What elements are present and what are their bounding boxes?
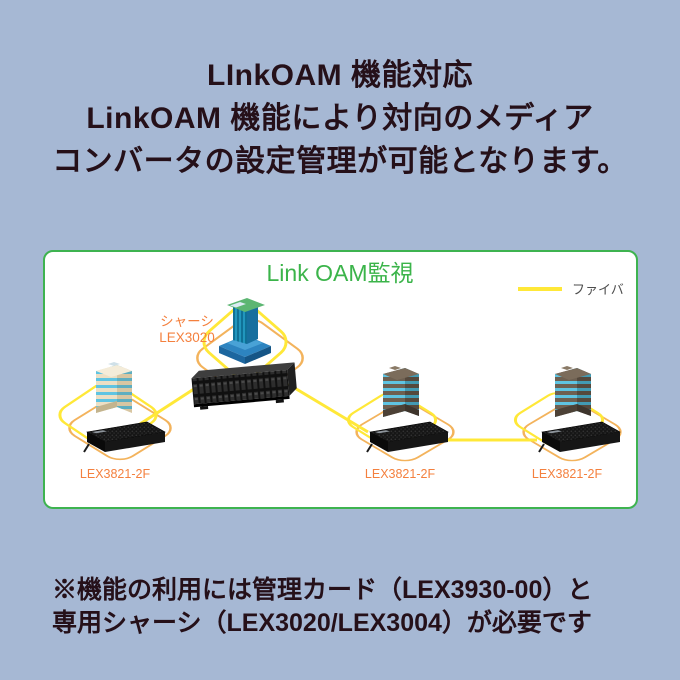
chassis-label-line2: LEX3020 (159, 330, 215, 345)
central-building-icon (219, 298, 271, 364)
footnote-line-2: 専用シャーシ（LEX3020/LEX3004）が必要です (52, 609, 592, 637)
heading-line-3: コンバータの設定管理が可能となります。 (52, 145, 628, 178)
fiber-link-chassis-left-site (139, 385, 198, 426)
fiber-loop-central (202, 304, 288, 380)
site-loop-orange-left (68, 395, 172, 461)
footnote: ※機能の利用には管理カード（LEX3930-00）と 専用シャーシ（LEX302… (52, 574, 652, 640)
right-converter-label: LEX3821-2F (532, 467, 603, 481)
network-diagram: ファイバ (58, 260, 624, 481)
middle-converter-label: LEX3821-2F (365, 467, 436, 481)
right-converter-icon (538, 421, 621, 453)
right-building-icon (555, 366, 591, 417)
diagram-title: Link OAM監視 (267, 260, 414, 286)
chassis-icon (191, 362, 297, 410)
middle-building-icon (383, 366, 419, 417)
left-building-icon (96, 362, 132, 413)
heading-line-1: LInkOAM 機能対応 (207, 59, 473, 92)
fiber-link-chassis-middle-site (287, 382, 369, 434)
chassis-label-line1: シャーシ (160, 314, 214, 329)
legend: ファイバ (518, 282, 624, 297)
diagram-panel: ファイバ (43, 250, 638, 509)
legend-label: ファイバ (572, 282, 624, 297)
left-converter-icon (83, 421, 166, 453)
page-title: LInkOAM 機能対応 LinkOAM 機能により対向のメディア コンバータの… (0, 54, 680, 183)
heading-line-2: LinkOAM 機能により対向のメディア (86, 102, 594, 135)
footnote-line-1: ※機能の利用には管理カード（LEX3930-00）と (52, 576, 593, 604)
left-converter-label: LEX3821-2F (80, 467, 151, 481)
